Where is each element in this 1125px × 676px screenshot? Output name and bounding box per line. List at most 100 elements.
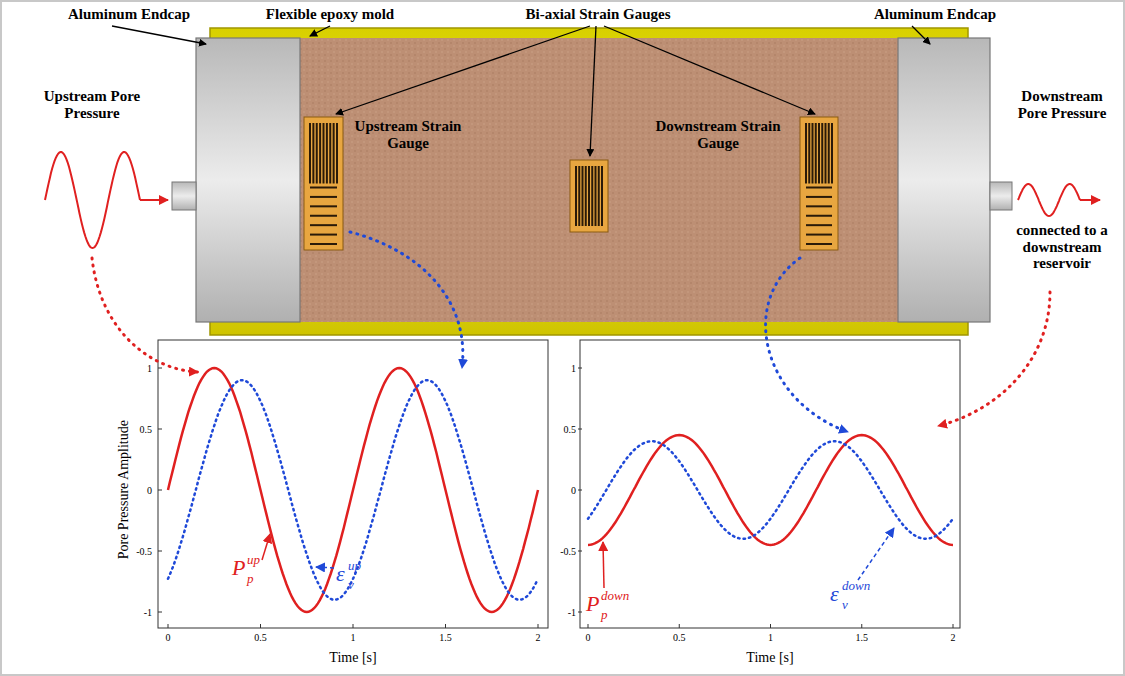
part-label: Bi-axial Strain Gauges xyxy=(525,6,670,23)
curve-label: p xyxy=(247,572,254,585)
gauge-grid xyxy=(821,123,823,184)
pointer-line xyxy=(603,542,604,588)
link-arrows xyxy=(92,232,1050,432)
dotted-arrow xyxy=(350,232,463,368)
gauge-grid xyxy=(310,243,337,245)
aluminum-endcap xyxy=(196,38,300,322)
leader-line xyxy=(310,26,330,36)
signal-label: Upstream Pore Pressure xyxy=(42,88,142,121)
signal-curve xyxy=(168,380,538,600)
curve-label: v xyxy=(348,578,354,591)
axis-tick xyxy=(578,490,582,491)
curve-label: down xyxy=(842,579,870,592)
strain-gauges xyxy=(304,117,838,250)
gauge-grid xyxy=(806,215,832,217)
part-label: Downstream Strain Gauge xyxy=(643,118,793,151)
strain-gauge xyxy=(304,117,343,250)
pointer-line xyxy=(262,534,270,560)
tick-label: -1 xyxy=(568,607,576,618)
gauge-grid xyxy=(601,166,603,226)
leader-line xyxy=(912,26,930,44)
gauge-grid xyxy=(309,123,311,184)
wave-arrow xyxy=(140,199,168,201)
gauge-grid xyxy=(806,234,832,236)
gauge-grid xyxy=(815,123,817,184)
plot-axes xyxy=(580,340,960,628)
gauge-grid xyxy=(316,123,318,184)
tick-label: -0.5 xyxy=(136,546,152,557)
tick-label: 1.5 xyxy=(856,632,869,643)
tick-label: 0 xyxy=(166,632,171,643)
pointer-line xyxy=(316,567,334,568)
gauge-grid xyxy=(831,123,833,184)
signal-label: Downstream Pore Pressure xyxy=(1010,88,1115,121)
gauge-grid xyxy=(806,205,832,207)
tick-label: 1 xyxy=(768,632,773,643)
tick-label: 0 xyxy=(147,485,152,496)
gauge-grid xyxy=(310,205,337,207)
curve-label: up xyxy=(247,553,260,566)
gauge-grid xyxy=(818,123,820,184)
gauge-grid xyxy=(329,123,331,184)
axis-tick xyxy=(861,624,862,628)
gauge-grid xyxy=(575,166,577,226)
gauge-grid xyxy=(806,243,832,245)
gauge-grid xyxy=(806,196,832,198)
tick-label: -1 xyxy=(144,607,152,618)
axis-tick xyxy=(158,612,162,613)
part-label: Aluminum Endcap xyxy=(68,6,190,23)
curve-label: ε xyxy=(830,582,839,606)
gauge-grid xyxy=(828,123,830,184)
axis-tick xyxy=(168,624,169,628)
axis-tick xyxy=(158,368,162,369)
output-wave xyxy=(1018,184,1080,216)
axis-tick xyxy=(588,624,589,628)
gauge-grid xyxy=(591,166,593,226)
curve-label: down xyxy=(601,589,629,602)
dotted-arrow xyxy=(938,292,1050,426)
gauge-grid xyxy=(310,224,337,226)
axis-tick xyxy=(578,551,582,552)
signal-curve xyxy=(588,441,953,539)
plot-axes xyxy=(158,340,548,628)
gauge-grid xyxy=(319,123,321,184)
input-wave xyxy=(45,152,140,248)
rock-sample xyxy=(300,38,898,322)
tick-label: 1.5 xyxy=(439,632,452,643)
curve-label: P xyxy=(586,592,599,616)
curve-label: p xyxy=(601,608,608,621)
gauge-grid xyxy=(336,123,338,184)
axis-tick xyxy=(353,624,354,628)
pore-port xyxy=(990,182,1012,210)
gauge-grid xyxy=(326,123,328,184)
axis-tick xyxy=(158,429,162,430)
axis-tick xyxy=(770,624,771,628)
dotted-arrow xyxy=(92,258,198,372)
gauge-grid xyxy=(806,187,832,189)
gauge-grid xyxy=(582,166,584,226)
tick-label: 2 xyxy=(536,632,541,643)
tick-label: 0.5 xyxy=(673,632,686,643)
dotted-arrow xyxy=(766,258,848,432)
tick-label: 0.5 xyxy=(564,424,577,435)
pore-port xyxy=(172,182,196,210)
pressure-waves xyxy=(45,152,1100,248)
pointer-line xyxy=(858,528,894,580)
part-label: Aluminum Endcap xyxy=(874,6,996,23)
signal-curve xyxy=(168,368,538,612)
axis-tick xyxy=(578,368,582,369)
curve-label: up xyxy=(348,559,361,572)
part-label: Upstream Strain Gauge xyxy=(352,118,464,151)
gauge-grid xyxy=(312,123,314,184)
axis-tick xyxy=(538,624,539,628)
gauge-grid xyxy=(812,123,814,184)
signal-curve xyxy=(588,435,953,545)
curve-label: ε xyxy=(336,562,345,586)
gauge-grid xyxy=(808,123,810,184)
tick-label: 1 xyxy=(571,363,576,374)
axis-title: Time [s] xyxy=(329,650,376,665)
tick-label: 2 xyxy=(951,632,956,643)
